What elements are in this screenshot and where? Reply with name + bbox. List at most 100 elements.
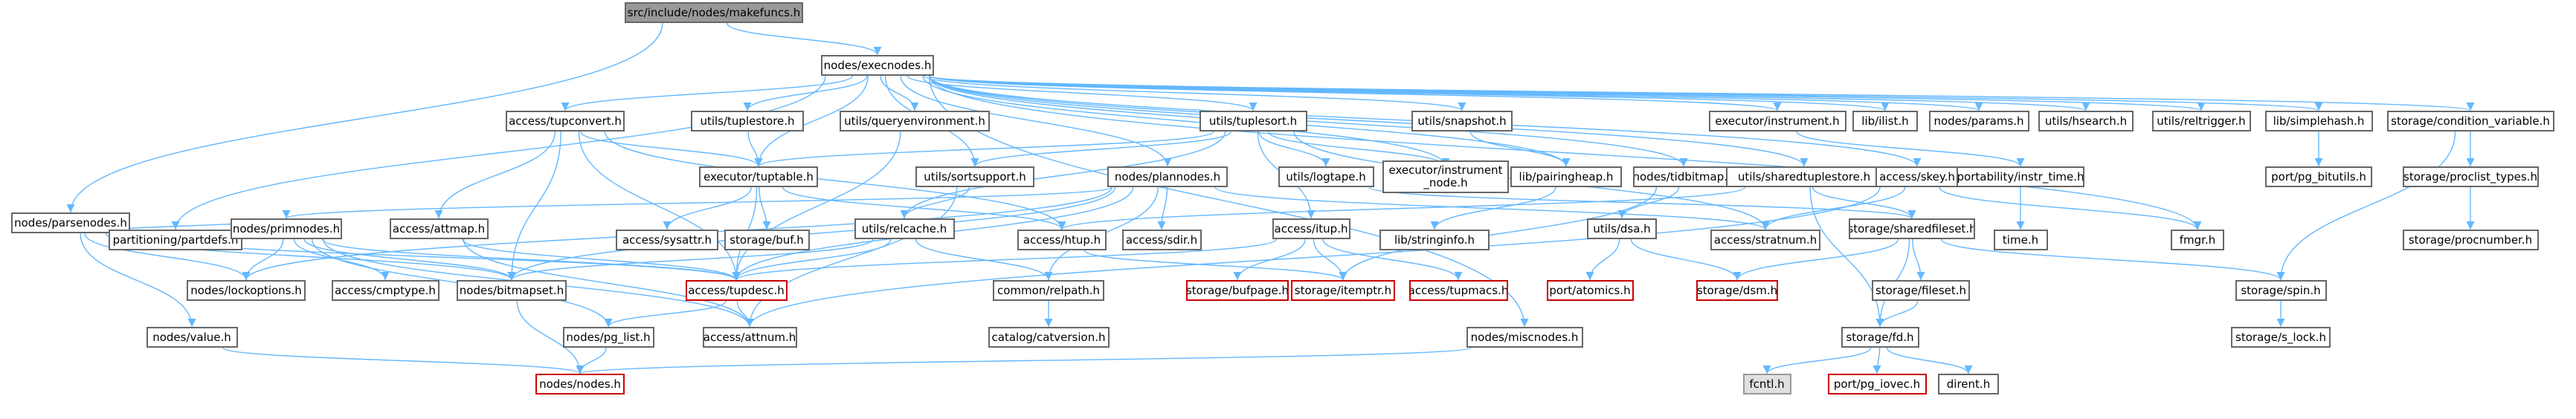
node-dsm[interactable]: storage/dsm.h: [1696, 280, 1778, 301]
edge-execnodes-to-fmgr: [929, 75, 2202, 230]
edge-fd-to-fcntl: [1762, 347, 1872, 374]
edge-sharedtuplestore-to-htup: [1057, 186, 1745, 230]
edge-skey-to-fmgr: [1939, 186, 2202, 230]
node-stratnum[interactable]: access/stratnum.h: [1710, 230, 1820, 250]
node-buf[interactable]: storage/buf.h: [724, 230, 810, 250]
node-parsenodes[interactable]: nodes/parsenodes.h: [11, 212, 130, 233]
node-tuplesort[interactable]: utils/tuplesort.h: [1199, 111, 1307, 131]
edge-fd-to-dirent: [1886, 347, 1973, 374]
node-nodes[interactable]: nodes/nodes.h: [535, 374, 625, 394]
node-relcache[interactable]: utils/relcache.h: [854, 218, 955, 239]
edge-plannodes-to-stratnum: [1214, 186, 1770, 230]
node-tidbitmap[interactable]: nodes/tidbitmap.h: [1633, 166, 1734, 187]
node-pg_iovec[interactable]: port/pg_iovec.h: [1827, 374, 1927, 394]
edge-tupconvert-to-attmap: [434, 131, 556, 219]
node-fileset[interactable]: storage/fileset.h: [1872, 280, 1970, 301]
node-spin[interactable]: storage/spin.h: [2235, 280, 2327, 301]
node-atomics[interactable]: port/atomics.h: [1546, 280, 1634, 301]
edge-tuptable-to-sysattr: [663, 186, 752, 230]
node-s_lock[interactable]: storage/s_lock.h: [2231, 327, 2331, 348]
node-fd[interactable]: storage/fd.h: [1841, 327, 1919, 348]
edge-relcache-to-bitmapset: [507, 238, 874, 281]
edge-dsa-to-atomics: [1585, 238, 1620, 281]
edge-primnodes-to-lockoptions: [242, 238, 284, 281]
node-hsearch[interactable]: utils/hsearch.h: [2038, 111, 2134, 131]
node-miscnodes[interactable]: nodes/miscnodes.h: [1466, 327, 1583, 348]
edge-itup-to-itemptr: [1313, 238, 1347, 281]
node-makefuncs: src/include/nodes/makefuncs.h: [625, 2, 803, 23]
node-attnum[interactable]: access/attnum.h: [702, 327, 797, 348]
node-stringinfo[interactable]: lib/stringinfo.h: [1379, 230, 1490, 250]
node-itemptr[interactable]: storage/itemptr.h: [1291, 280, 1395, 301]
node-executor_instr[interactable]: executor/instrument.h: [1708, 111, 1846, 131]
edge-tuplesort-to-logtape: [1258, 131, 1330, 167]
node-htup[interactable]: access/htup.h: [1017, 230, 1107, 250]
node-attmap[interactable]: access/attmap.h: [389, 218, 489, 239]
node-snapshot[interactable]: utils/snapshot.h: [1411, 111, 1513, 131]
edge-execnodes-to-plannodes: [900, 75, 1172, 167]
edge-tupdesc-to-pg_list: [604, 300, 727, 328]
node-portability[interactable]: portability/instr_time.h: [1957, 166, 2084, 187]
node-simplehash[interactable]: lib/simplehash.h: [2264, 111, 2373, 131]
node-fcntl: fcntl.h: [1742, 374, 1791, 394]
node-skey[interactable]: access/skey.h: [1875, 166, 1959, 187]
node-proclist_types[interactable]: storage/proclist_types.h: [2402, 166, 2539, 187]
edge-sharedfileset-to-spin: [1940, 238, 2285, 281]
node-sharedtuplestore[interactable]: utils/sharedtuplestore.h: [1726, 166, 1882, 187]
edge-bitmapset-to-nodes: [516, 300, 585, 374]
node-lib_ilist[interactable]: lib/ilist.h: [1852, 111, 1918, 131]
edge-tupconvert-to-tuptable: [580, 131, 763, 167]
node-bufpage[interactable]: storage/bufpage.h: [1186, 280, 1289, 301]
node-dirent[interactable]: dirent.h: [1938, 374, 1999, 394]
node-cmptype[interactable]: access/cmptype.h: [331, 280, 439, 301]
edge-attmap-to-attnum: [463, 238, 754, 328]
node-sortsupport[interactable]: utils/sortsupport.h: [915, 166, 1034, 187]
node-primnodes[interactable]: nodes/primnodes.h: [231, 218, 342, 239]
edge-itup-to-tupmacs: [1322, 238, 1463, 281]
node-tupmacs[interactable]: access/tupmacs.h: [1408, 280, 1508, 301]
edge-sortsupport-to-relcache: [900, 186, 970, 219]
edge-fd-to-pg_iovec: [1873, 347, 1881, 374]
node-tuplestore[interactable]: utils/tuplestore.h: [691, 111, 804, 131]
edge-fileset-to-fd: [1875, 300, 1919, 328]
node-logtape[interactable]: utils/logtape.h: [1278, 166, 1374, 187]
edge-snapshot-to-pairingheap: [1469, 131, 1571, 167]
node-tupdesc[interactable]: access/tupdesc.h: [685, 280, 788, 301]
edge-execnodes-to-snapshot: [924, 75, 1466, 111]
node-itup[interactable]: access/itup.h: [1272, 218, 1350, 239]
edge-relcache-to-tupdesc: [732, 238, 892, 281]
node-tupconvert[interactable]: access/tupconvert.h: [506, 111, 625, 131]
node-catversion[interactable]: catalog/catversion.h: [988, 327, 1110, 348]
node-params[interactable]: nodes/params.h: [1928, 111, 2029, 131]
node-queryenv[interactable]: utils/queryenvironment.h: [840, 111, 990, 131]
edge-execnodes-to-tuplestore: [743, 75, 868, 111]
edge-tuptable-to-buf: [759, 186, 771, 230]
node-procnumber[interactable]: storage/procnumber.h: [2402, 230, 2539, 250]
node-tuptable[interactable]: executor/tuptable.h: [699, 166, 818, 187]
node-condvar[interactable]: storage/condition_variable.h: [2386, 111, 2554, 131]
node-execnodes[interactable]: nodes/execnodes.h: [821, 55, 934, 76]
node-bitmapset[interactable]: nodes/bitmapset.h: [457, 280, 567, 301]
edge-pairingheap-to-stringinfo: [1430, 186, 1556, 230]
edge-skey-to-stratnum: [1761, 186, 1906, 230]
node-pairingheap[interactable]: lib/pairingheap.h: [1510, 166, 1622, 187]
edge-queryenv-to-tupdesc: [732, 131, 901, 281]
node-sharedfileset[interactable]: storage/sharedfileset.h: [1849, 218, 1975, 239]
node-time[interactable]: time.h: [1993, 230, 2048, 250]
node-plannodes[interactable]: nodes/plannodes.h: [1107, 166, 1228, 187]
node-relpath[interactable]: common/relpath.h: [993, 280, 1104, 301]
node-pg_bitutils[interactable]: port/pg_bitutils.h: [2265, 166, 2372, 187]
node-reltrigger[interactable]: utils/reltrigger.h: [2151, 111, 2251, 131]
edge-tupconvert-to-tupdesc: [578, 131, 741, 281]
node-lockoptions[interactable]: nodes/lockoptions.h: [187, 280, 306, 301]
node-fmgr[interactable]: fmgr.h: [2171, 230, 2224, 250]
node-sdir[interactable]: access/sdir.h: [1121, 230, 1202, 250]
edge-tupdesc-to-attnum: [736, 300, 754, 328]
node-dsa[interactable]: utils/dsa.h: [1587, 218, 1657, 239]
node-exec_instr_node[interactable]: executor/instrument_node.h: [1382, 160, 1509, 193]
node-partdefs[interactable]: partitioning/partdefs.h: [109, 230, 242, 250]
node-sysattr[interactable]: access/sysattr.h: [616, 230, 718, 250]
node-pg_list[interactable]: nodes/pg_list.h: [562, 327, 654, 348]
node-value[interactable]: nodes/value.h: [146, 327, 238, 348]
